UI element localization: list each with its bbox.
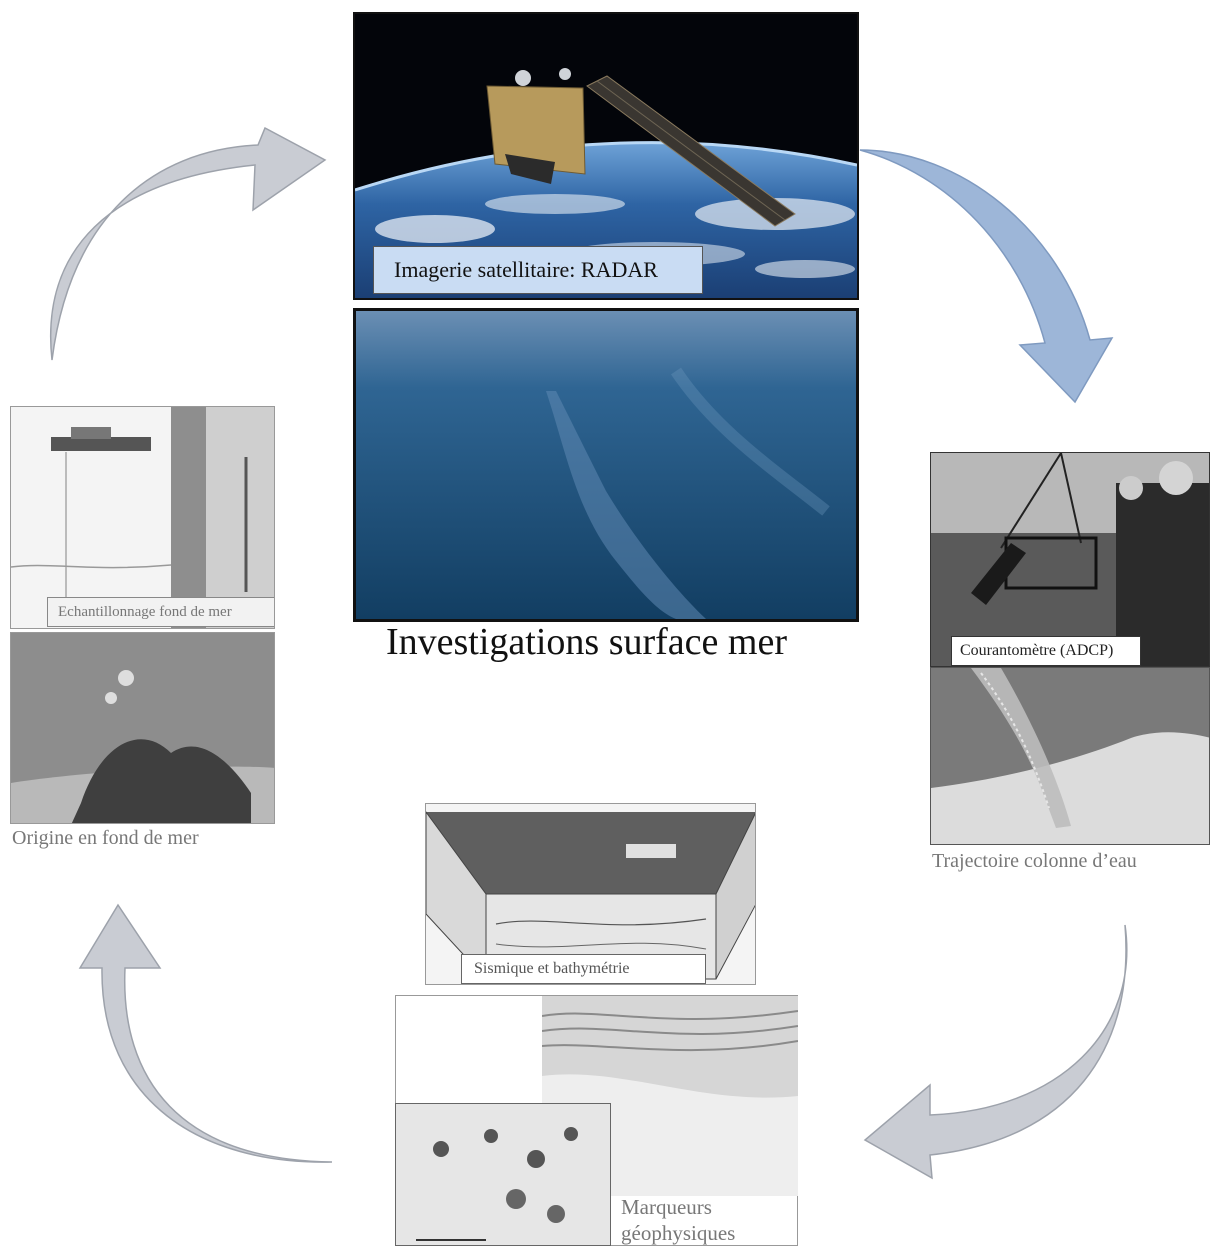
- arrow-to-water-column: [859, 149, 1114, 404]
- arrow-to-origin: [78, 903, 333, 1163]
- origin-caption: Origine en fond de mer: [12, 827, 199, 849]
- adcp-label: Courantomètre (ADCP): [951, 636, 1141, 666]
- seabed-origin-illustration: [11, 633, 274, 823]
- pockmark-map-illustration: [396, 1104, 610, 1245]
- seismic-image: Sismique et bathymétrie: [425, 803, 756, 985]
- satellite-label: Imagerie satellitaire: RADAR: [373, 246, 703, 294]
- sampling-label: Echantillonnage fond de mer: [47, 597, 274, 627]
- oil-slick-illustration: [356, 311, 856, 619]
- plume-illustration: [931, 668, 1209, 844]
- water-column-image: [930, 667, 1210, 845]
- markers-caption-line1: Marqueurs: [621, 1195, 712, 1219]
- water-column-caption: Trajectoire colonne d’eau: [932, 850, 1137, 872]
- seabed-map-image: [395, 1103, 611, 1246]
- markers-caption-line2: géophysiques: [621, 1221, 736, 1245]
- seabed-origin-image: [10, 632, 275, 824]
- surface-title: Investigations surface mer: [386, 621, 787, 663]
- sea-surface-image: [353, 308, 859, 622]
- sampling-illustration: [11, 407, 274, 628]
- sampling-image: Echantillonnage fond de mer: [10, 406, 275, 629]
- adcp-image: Courantomètre (ADCP): [930, 452, 1210, 667]
- adcp-illustration: [931, 453, 1209, 666]
- seismic-label: Sismique et bathymétrie: [461, 954, 706, 984]
- arrow-to-surface: [50, 126, 327, 361]
- arrow-to-markers: [863, 924, 1128, 1180]
- satellite-image: Imagerie satellitaire: RADAR: [353, 12, 859, 300]
